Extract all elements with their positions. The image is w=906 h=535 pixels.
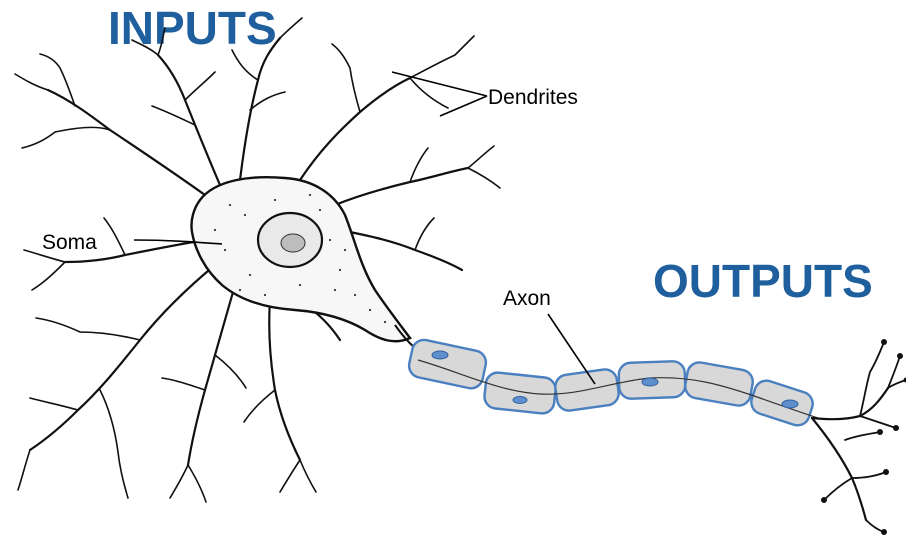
inputs-heading: INPUTS xyxy=(108,2,277,54)
dendrites-label: Dendrites xyxy=(488,86,578,109)
nucleolus xyxy=(281,234,305,252)
soma-label: Soma xyxy=(42,231,97,254)
outputs-heading: OUTPUTS xyxy=(653,255,873,307)
myelin-sheath xyxy=(407,338,816,429)
axon-terminals xyxy=(812,339,906,535)
axon-label: Axon xyxy=(503,287,551,310)
